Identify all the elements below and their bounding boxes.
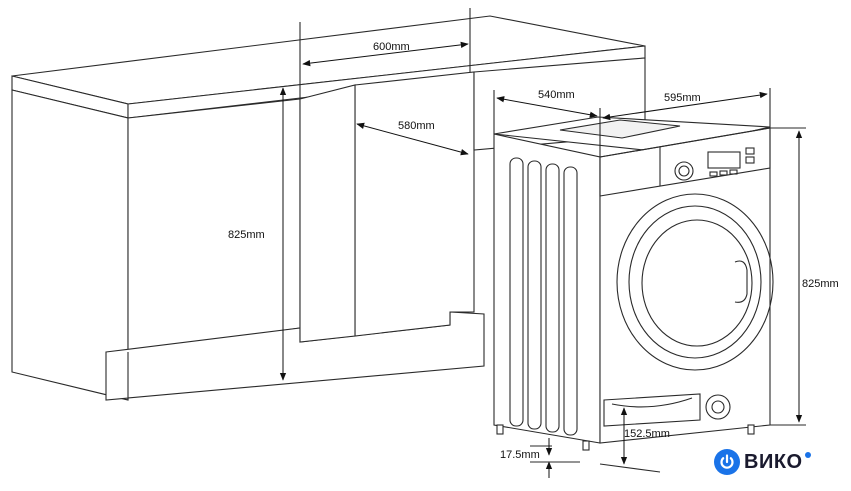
niche-inner-side	[299, 84, 356, 343]
niche-dimensions: 600mm 580mm 825mm	[228, 8, 471, 381]
door-inner-ring	[628, 205, 762, 359]
brand-dot	[804, 452, 811, 458]
power-icon	[714, 449, 740, 475]
door-outer-ring	[616, 193, 774, 371]
foot	[747, 424, 755, 435]
brand-name: ВИКО	[744, 450, 803, 473]
niche-back-wall	[354, 71, 475, 337]
foot	[496, 424, 504, 435]
niche-width-dimension	[302, 41, 469, 67]
washing-machine	[493, 116, 774, 451]
foot-height-label: 17.5mm	[500, 449, 540, 461]
machine-width-label: 595mm	[664, 92, 701, 104]
machine-front	[599, 127, 771, 444]
machine-height-label: 825mm	[802, 278, 839, 290]
machine-side-ribs	[509, 157, 578, 436]
foot	[582, 440, 590, 451]
machine-depth-dimension	[496, 96, 598, 118]
machine-dimensions: 540mm 595mm 825mm 152.5mm 17.5mm	[493, 88, 839, 478]
machine-width-dimension	[602, 91, 768, 121]
watermark-logo: ВИКО	[714, 447, 811, 477]
control-panel	[599, 127, 771, 197]
cabinet-left-front	[127, 98, 301, 353]
foot-offset-label: 152.5mm	[624, 428, 670, 440]
display-screen	[707, 151, 741, 169]
niche-height-label: 825mm	[228, 229, 265, 241]
machine-depth-label: 540mm	[538, 89, 575, 101]
niche-width-label: 600mm	[373, 41, 410, 53]
niche-depth-dimension	[356, 122, 469, 156]
program-knob	[674, 161, 694, 181]
niche-depth-label: 580mm	[398, 120, 435, 132]
door-handle	[734, 260, 748, 303]
filter-cap	[705, 394, 731, 420]
door-glass	[641, 219, 753, 347]
